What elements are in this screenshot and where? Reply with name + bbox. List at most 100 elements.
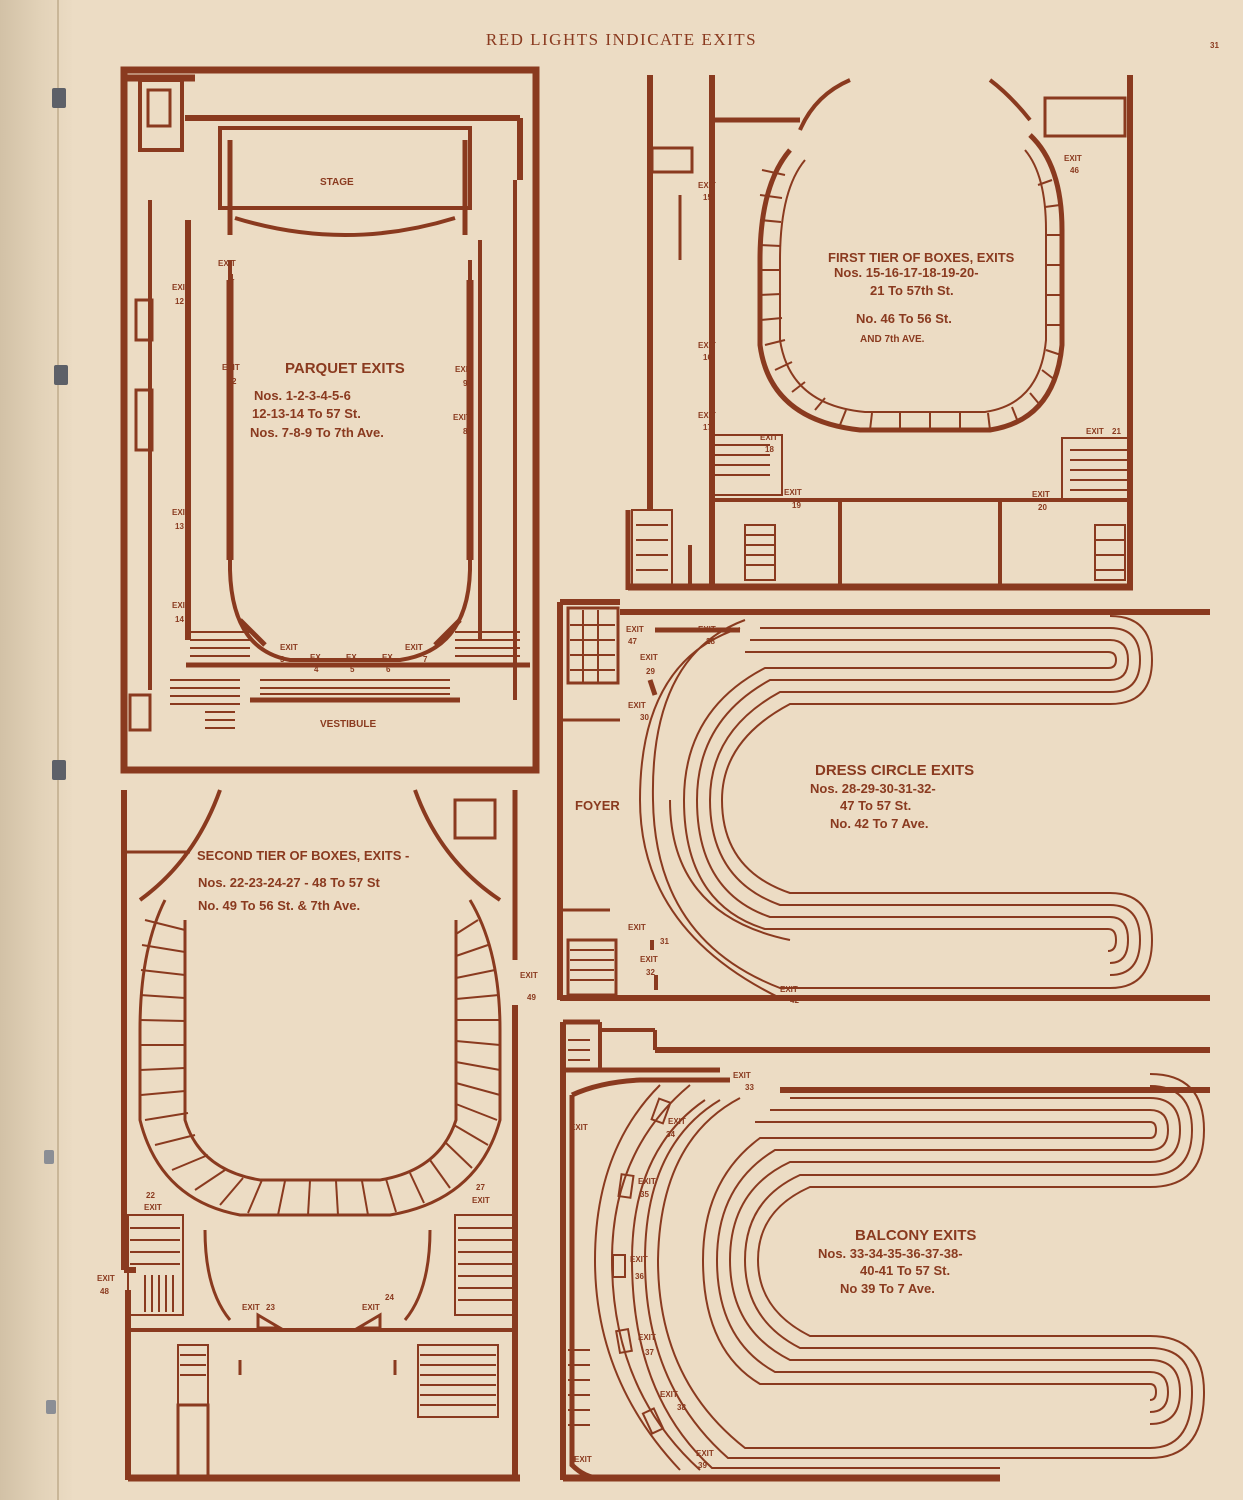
svg-text:EXIT: EXIT [668, 1117, 686, 1126]
svg-text:EXIT: EXIT [453, 413, 471, 422]
svg-text:EXIT: EXIT [733, 1071, 751, 1080]
first-tier-line2: 21 To 57th St. [870, 283, 954, 298]
svg-text:42: 42 [790, 996, 799, 1005]
svg-text:EXIT: EXIT [630, 1255, 648, 1264]
svg-text:6: 6 [386, 665, 391, 674]
svg-text:EXIT: EXIT [780, 985, 798, 994]
svg-text:21: 21 [1112, 427, 1121, 436]
balcony-plan [560, 1019, 1210, 1482]
svg-text:28: 28 [706, 637, 715, 646]
second-tier-line2: No. 49 To 56 St. & 7th Ave. [198, 898, 360, 913]
svg-text:EXIT: EXIT [1064, 154, 1082, 163]
first-tier-line1: Nos. 15-16-17-18-19-20- [834, 265, 979, 280]
svg-text:18: 18 [765, 445, 774, 454]
first-tier-line4: AND 7th AVE. [860, 334, 925, 345]
svg-text:EXIT: EXIT [222, 363, 240, 372]
svg-text:EXIT: EXIT [698, 341, 716, 350]
svg-text:EX: EX [346, 653, 357, 662]
parquet-seating-outline [228, 260, 472, 662]
binding-hole [44, 1150, 54, 1164]
dress-circle-line2: 47 To 57 St. [840, 798, 911, 813]
page-header: RED LIGHTS INDICATE EXITS [485, 30, 758, 49]
parquet-line3: Nos. 7-8-9 To 7th Ave. [250, 425, 384, 440]
foyer-label: FOYER [575, 798, 620, 813]
svg-text:14: 14 [175, 615, 184, 624]
svg-text:EXIT: EXIT [660, 1390, 678, 1399]
svg-text:15: 15 [703, 193, 712, 202]
binding-staple [54, 365, 68, 385]
svg-text:EXIT: EXIT [97, 1274, 115, 1283]
svg-text:48: 48 [100, 1287, 109, 1296]
svg-text:EXIT: EXIT [640, 955, 658, 964]
page-gutter [0, 0, 72, 1500]
svg-text:16: 16 [703, 353, 712, 362]
balcony-line3: No 39 To 7 Ave. [840, 1281, 935, 1296]
svg-text:EXIT: EXIT [638, 1177, 656, 1186]
svg-text:EXIT: EXIT [628, 701, 646, 710]
svg-text:47: 47 [628, 637, 637, 646]
binding-staple [52, 760, 66, 780]
dress-circle-title: DRESS CIRCLE EXITS [815, 762, 974, 779]
svg-text:EXIT: EXIT [172, 601, 190, 610]
svg-text:EX: EX [310, 653, 321, 662]
dress-circle-plan [557, 599, 1210, 1001]
svg-text:EXIT: EXIT [640, 653, 658, 662]
parquet-plan [120, 66, 540, 774]
first-tier-box-ring [757, 133, 1065, 433]
svg-text:EXIT: EXIT [280, 643, 298, 652]
svg-text:34: 34 [666, 1130, 675, 1139]
svg-text:EXIT: EXIT [698, 411, 716, 420]
parquet-line1: Nos. 1-2-3-4-5-6 [254, 388, 351, 403]
svg-text:13: 13 [175, 522, 184, 531]
svg-text:EXIT: EXIT [1086, 427, 1104, 436]
svg-text:EXIT: EXIT [696, 1449, 714, 1458]
second-tier-box-ring [138, 899, 502, 1217]
dress-circle-rows [638, 615, 1154, 999]
svg-text:EXIT: EXIT [405, 643, 423, 652]
svg-text:46: 46 [1070, 166, 1079, 175]
svg-text:35: 35 [640, 1190, 649, 1199]
svg-text:1: 1 [230, 273, 235, 282]
svg-text:39: 39 [698, 1461, 707, 1470]
svg-text:20: 20 [1038, 503, 1047, 512]
svg-text:29: 29 [646, 667, 655, 676]
parquet-line2: 12-13-14 To 57 St. [252, 406, 361, 421]
svg-text:2: 2 [232, 377, 237, 386]
svg-text:EXIT: EXIT [698, 181, 716, 190]
svg-text:5: 5 [350, 665, 355, 674]
stage-area [218, 126, 472, 210]
second-tier-title: SECOND TIER OF BOXES, EXITS - [197, 848, 409, 863]
svg-text:22: 22 [146, 1191, 155, 1200]
svg-text:EXIT: EXIT [172, 283, 190, 292]
svg-text:EXIT: EXIT [218, 259, 236, 268]
svg-text:37: 37 [645, 1348, 654, 1357]
svg-text:30: 30 [640, 713, 649, 722]
svg-text:36: 36 [635, 1272, 644, 1281]
svg-text:19: 19 [792, 501, 801, 510]
svg-text:7: 7 [423, 655, 428, 664]
page-number: 31 [1210, 41, 1219, 50]
svg-text:EXIT: EXIT [698, 625, 716, 634]
svg-text:EXIT: EXIT [242, 1303, 260, 1312]
svg-text:31: 31 [660, 937, 669, 946]
balcony-line1: Nos. 33-34-35-36-37-38- [818, 1246, 963, 1261]
svg-text:EXIT: EXIT [760, 433, 778, 442]
svg-text:EXIT: EXIT [626, 625, 644, 634]
svg-text:EXIT: EXIT [472, 1196, 490, 1205]
page-fold [57, 0, 59, 1500]
svg-text:49: 49 [527, 993, 536, 1002]
svg-text:33: 33 [745, 1083, 754, 1092]
svg-text:4: 4 [314, 665, 319, 674]
balcony-rows [593, 1073, 1206, 1471]
parquet-title: PARQUET EXITS [285, 360, 405, 377]
second-tier-plan [121, 789, 520, 1482]
binding-hole [46, 1400, 56, 1414]
first-tier-plan [625, 75, 1133, 591]
binding-staple [52, 88, 66, 108]
svg-text:EXIT: EXIT [144, 1203, 162, 1212]
